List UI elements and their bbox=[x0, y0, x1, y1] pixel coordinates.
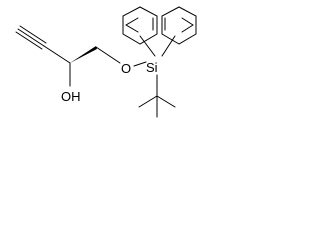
alkyne-bond-lower bbox=[15, 31, 43, 50]
bond-alkyne-to-stereocenter bbox=[43, 45, 71, 64]
alkyne-triple-bond bbox=[15, 25, 47, 50]
oxygen-ether-label: O bbox=[121, 61, 131, 76]
alkyne-bond-center bbox=[17, 28, 45, 47]
wedge-bond-stereocenter-ch2 bbox=[70, 46, 97, 63]
silicon-label: Si bbox=[146, 60, 158, 75]
bond-ch2-to-oxygen bbox=[95, 46, 121, 64]
bond-oxygen-to-silicon bbox=[133, 61, 147, 67]
hydroxyl-label: OH bbox=[61, 89, 81, 104]
phenyl-ring-right bbox=[161, 6, 197, 45]
phenyl-ring-left bbox=[122, 6, 158, 45]
tbutyl-methyl-left bbox=[138, 95, 158, 108]
molecule-structure: O Si OH bbox=[15, 6, 197, 118]
tert-butyl-group bbox=[138, 95, 176, 118]
bond-silicon-to-right-phenyl bbox=[161, 35, 176, 57]
alkyne-bond-upper bbox=[19, 25, 47, 44]
bond-silicon-to-left-phenyl bbox=[139, 35, 156, 57]
tbutyl-methyl-right bbox=[156, 95, 176, 108]
